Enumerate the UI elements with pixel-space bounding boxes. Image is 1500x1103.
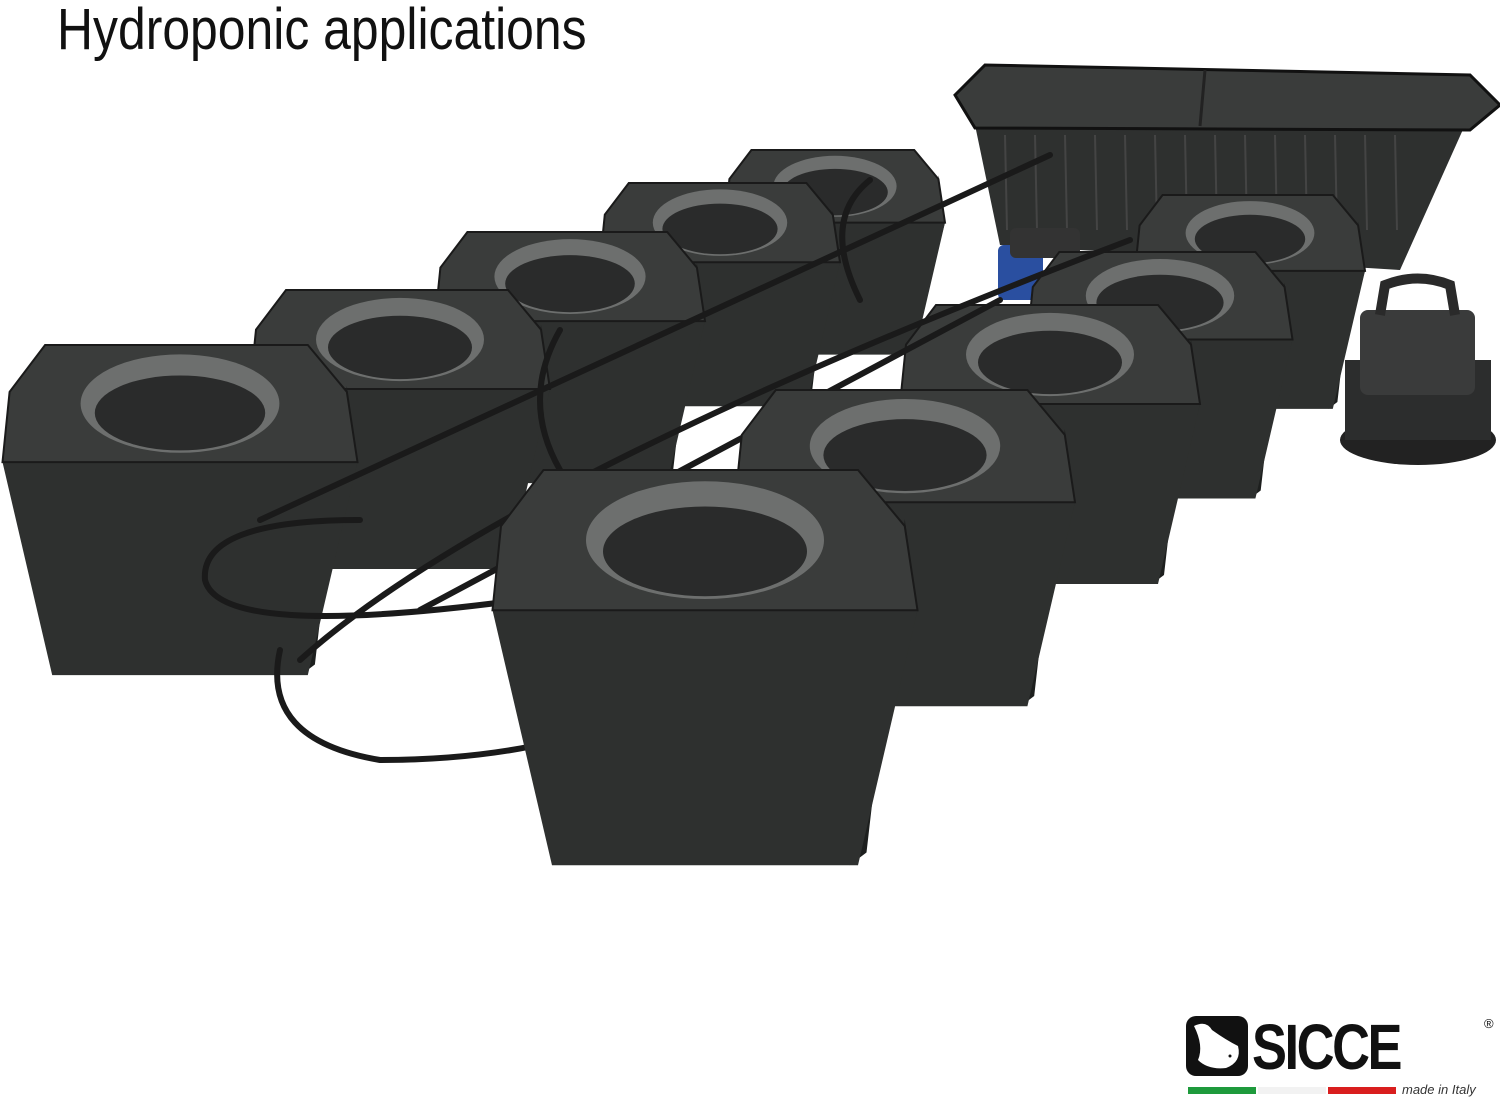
sicce-logo: SICCE ® made in Italy [1186, 1011, 1496, 1100]
pot-net-basket [662, 203, 778, 255]
pot-front [492, 610, 918, 866]
pot-net-basket [603, 506, 807, 597]
brand-tagline: made in Italy [1402, 1082, 1476, 1097]
pot-net-basket [978, 330, 1122, 395]
pump-top [1010, 228, 1080, 258]
pot-net-basket [823, 419, 987, 491]
irrigation-tube [201, 517, 523, 619]
pot-net-basket [94, 375, 266, 451]
pot-net-basket [328, 315, 472, 380]
pump-handle [1375, 273, 1460, 316]
irrigation-tube [297, 237, 1133, 663]
irrigation-tube [537, 327, 563, 473]
flag-red [1328, 1087, 1396, 1094]
reservoir-lid [953, 63, 1500, 132]
reservoir-rib [1094, 134, 1098, 231]
flag-white [1258, 1087, 1326, 1094]
irrigation-tube [274, 647, 563, 764]
grow-pot [491, 469, 919, 866]
reservoir-rib [1034, 134, 1038, 231]
pot-front [2, 462, 358, 676]
grow-pot [1, 344, 359, 676]
irrigation-tube [257, 152, 1053, 523]
pot-net-basket [505, 255, 635, 313]
reservoir-rib [1064, 134, 1068, 231]
pump-body [1360, 310, 1475, 395]
registered-mark: ® [1484, 1016, 1494, 1031]
submersible-pump [1340, 273, 1496, 465]
reservoir-rib [1004, 134, 1008, 231]
reservoir-rib [1364, 134, 1368, 231]
reservoir-rib [1124, 134, 1128, 231]
irrigation-tube [839, 177, 873, 303]
flag-green [1188, 1087, 1256, 1094]
page-title: Hydroponic applications [57, 0, 587, 62]
brand-name: SICCE [1252, 1011, 1403, 1083]
reservoir-rib [1394, 134, 1398, 231]
reservoir-lid-seam [1198, 69, 1207, 127]
whale-logo-icon [1186, 1016, 1248, 1076]
